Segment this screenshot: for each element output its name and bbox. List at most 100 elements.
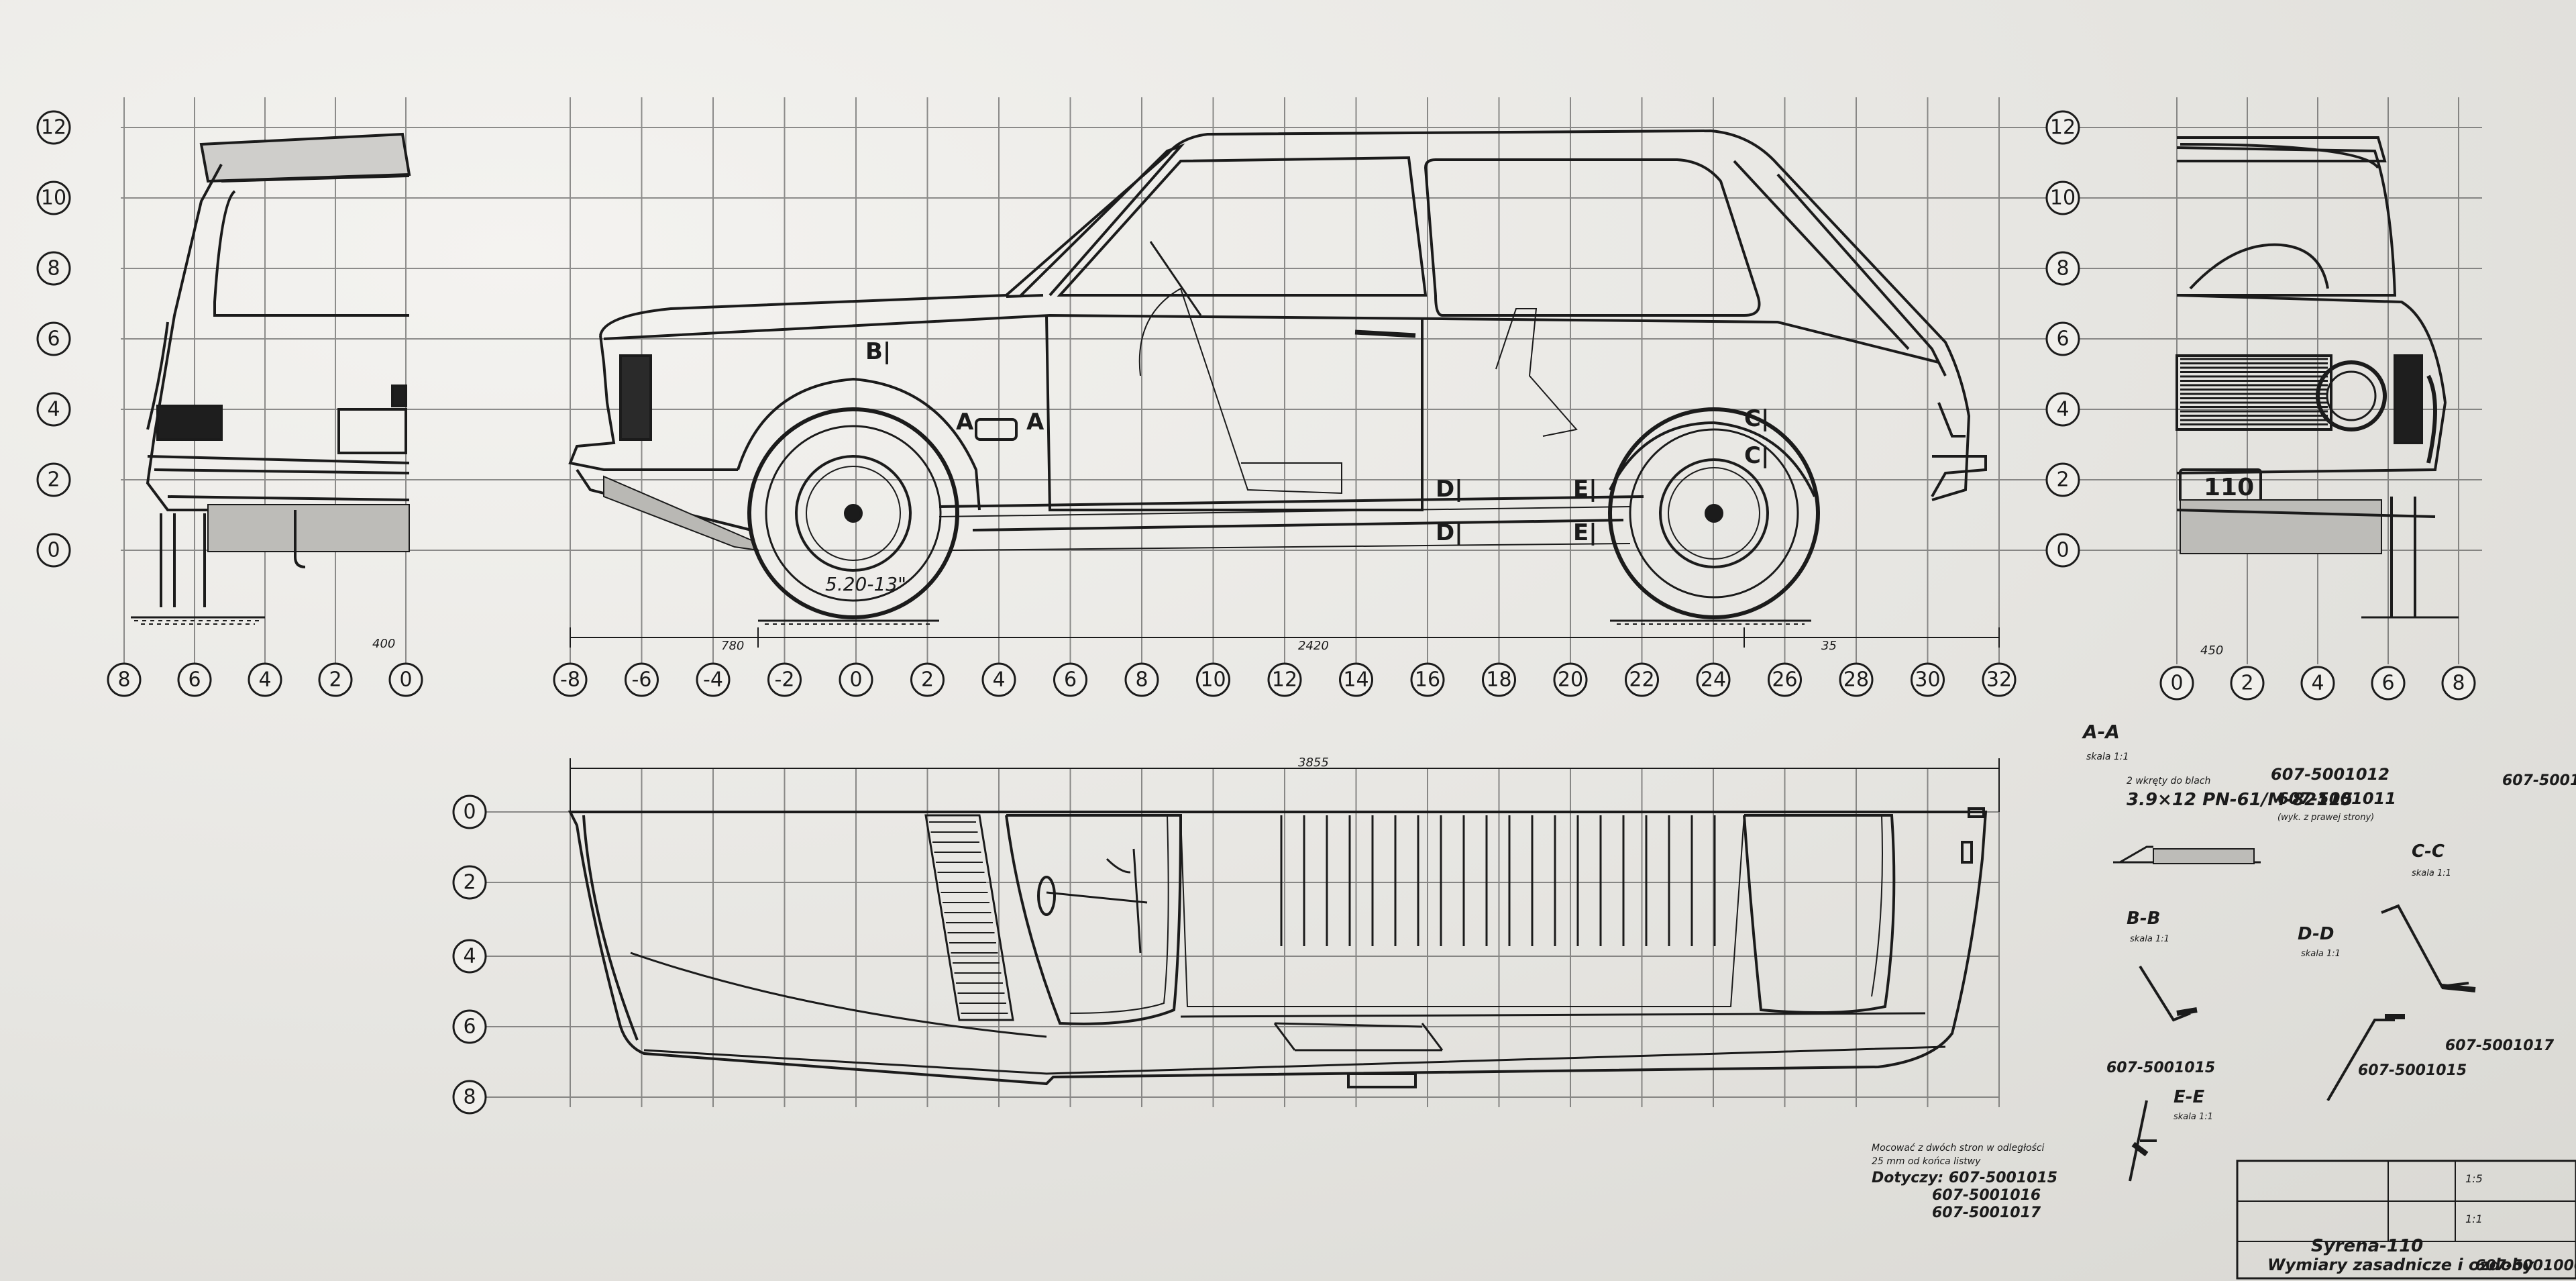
scale-plan-2: 2 [452, 865, 487, 900]
scale-left-12: 12 [36, 110, 71, 145]
svg-text:4: 4 [463, 945, 476, 968]
scale-front-0: 0 [388, 662, 423, 697]
svg-text:4: 4 [992, 668, 1005, 692]
svg-text:6: 6 [47, 327, 60, 351]
section-label-a-right: A [1026, 409, 1044, 435]
scale-side-8: 8 [1124, 662, 1159, 697]
scale-right-4: 4 [2045, 392, 2080, 427]
svg-text:2: 2 [47, 468, 60, 492]
section-label-d-top: D| [1436, 476, 1463, 503]
scale-left-2: 2 [36, 462, 71, 497]
section-label-b: B| [865, 338, 891, 365]
svg-text:2: 2 [921, 668, 934, 692]
svg-text:2: 2 [2056, 468, 2069, 492]
svg-text:18: 18 [1486, 668, 1511, 692]
dim-wheelbase: 2420 [1298, 639, 1329, 653]
svg-text:0: 0 [47, 539, 60, 562]
svg-text:-6: -6 [632, 668, 652, 692]
scale-side-24: 24 [1696, 662, 1731, 697]
svg-text:8: 8 [463, 1086, 476, 1109]
scale-right-8: 8 [2045, 251, 2080, 286]
svg-text:0: 0 [2170, 672, 2183, 695]
section-bb-title: B-B [2127, 909, 2160, 929]
scale-plan-6: 6 [452, 1009, 487, 1044]
scale-right-6: 6 [2045, 321, 2080, 356]
part-number-dd: 607-5001015 [2358, 1062, 2467, 1079]
scale-side-22: 22 [1625, 662, 1659, 697]
part-1011-note: (wyk. z prawej strony) [2277, 813, 2374, 823]
scale-rear-8: 8 [2441, 666, 2476, 701]
scale-left-0: 0 [36, 533, 71, 568]
scale-side-32: 32 [1982, 662, 2017, 697]
section-aa-note: 2 wkręty do blach [2127, 776, 2210, 786]
section-aa-title: A-A [2082, 721, 2120, 743]
scale-plan-8: 8 [452, 1080, 487, 1115]
svg-text:2: 2 [2241, 672, 2253, 695]
front-view [131, 132, 411, 625]
scale-side-10: 10 [1196, 662, 1230, 697]
corner-part-number: 607-5001000 [2502, 772, 2576, 789]
scale-left-4: 4 [36, 392, 71, 427]
note-line-3: Dotyczy: 607-5001015 [1872, 1170, 2057, 1186]
scale-side--2: -2 [767, 662, 802, 697]
title-block-number: 607-5001000 [2475, 1258, 2576, 1274]
svg-text:12: 12 [2050, 116, 2076, 140]
svg-text:32: 32 [1986, 668, 2012, 692]
scale-front-4: 4 [248, 662, 282, 697]
tyre-size: 5.20-13" [825, 573, 906, 595]
scale-right-12: 12 [2045, 110, 2080, 145]
svg-text:14: 14 [1343, 668, 1368, 692]
note-line-1: Mocować z dwóch stron w odległości [1872, 1143, 2045, 1154]
svg-text:6: 6 [2381, 672, 2394, 695]
section-aa-scale: skala 1:1 [2086, 752, 2129, 762]
scale-side--8: -8 [553, 662, 588, 697]
rear-view [2176, 136, 2459, 619]
scale-plan-4: 4 [452, 939, 487, 974]
dim-rear: 35 [1821, 639, 1837, 653]
svg-text:10: 10 [41, 187, 66, 210]
section-ee-title: E-E [2174, 1087, 2205, 1107]
part-number-dd2: 607-5001017 [2445, 1037, 2555, 1054]
section-dd-scale: skala 1:1 [2301, 949, 2341, 959]
dim-front-overhang: 780 [721, 639, 744, 653]
svg-text:24: 24 [1701, 668, 1726, 692]
part-number-1012: 607-5001012 [2271, 765, 2390, 784]
scale-plan-0: 0 [452, 795, 487, 829]
svg-text:0: 0 [849, 668, 862, 692]
scale-right-10: 10 [2045, 181, 2080, 215]
note-line-2: 25 mm od końca listwy [1872, 1156, 1981, 1167]
section-label-e-bottom: E| [1573, 519, 1597, 546]
side-view [568, 129, 2000, 778]
svg-text:4: 4 [2056, 398, 2069, 421]
scale-side--6: -6 [625, 662, 659, 697]
svg-text:0: 0 [2056, 539, 2069, 562]
scale-side-14: 14 [1339, 662, 1373, 697]
section-bb-scale: skala 1:1 [2130, 934, 2169, 944]
scale-front-8: 8 [107, 662, 142, 697]
scale-side-30: 30 [1911, 662, 1945, 697]
title-block-sheet: 1:1 [2465, 1213, 2483, 1225]
scale-front-6: 6 [177, 662, 212, 697]
section-dd-title: D-D [2298, 924, 2334, 944]
svg-text:12: 12 [1272, 668, 1297, 692]
svg-text:8: 8 [2056, 257, 2069, 280]
scale-side-0: 0 [839, 662, 873, 697]
svg-text:6: 6 [188, 668, 201, 692]
section-label-e-top: E| [1573, 476, 1597, 503]
scale-rear-4: 4 [2300, 666, 2335, 701]
section-label-c-bottom: C| [1744, 442, 1769, 469]
scale-side-4: 4 [981, 662, 1016, 697]
section-aa-spec: 3.9×12 PN-61/M-82115 [2127, 790, 2353, 810]
section-label-c-top: C| [1744, 405, 1769, 432]
scale-side-20: 20 [1553, 662, 1588, 697]
svg-text:-4: -4 [703, 668, 723, 692]
svg-text:20: 20 [1558, 668, 1583, 692]
svg-text:0: 0 [463, 801, 476, 824]
svg-text:10: 10 [1200, 668, 1226, 692]
scale-side-6: 6 [1053, 662, 1087, 697]
scale-rear-6: 6 [2371, 666, 2406, 701]
svg-text:8: 8 [117, 668, 130, 692]
section-label-d-bottom: D| [1436, 519, 1463, 546]
plan-view [568, 768, 2000, 1088]
svg-text:-2: -2 [775, 668, 795, 692]
